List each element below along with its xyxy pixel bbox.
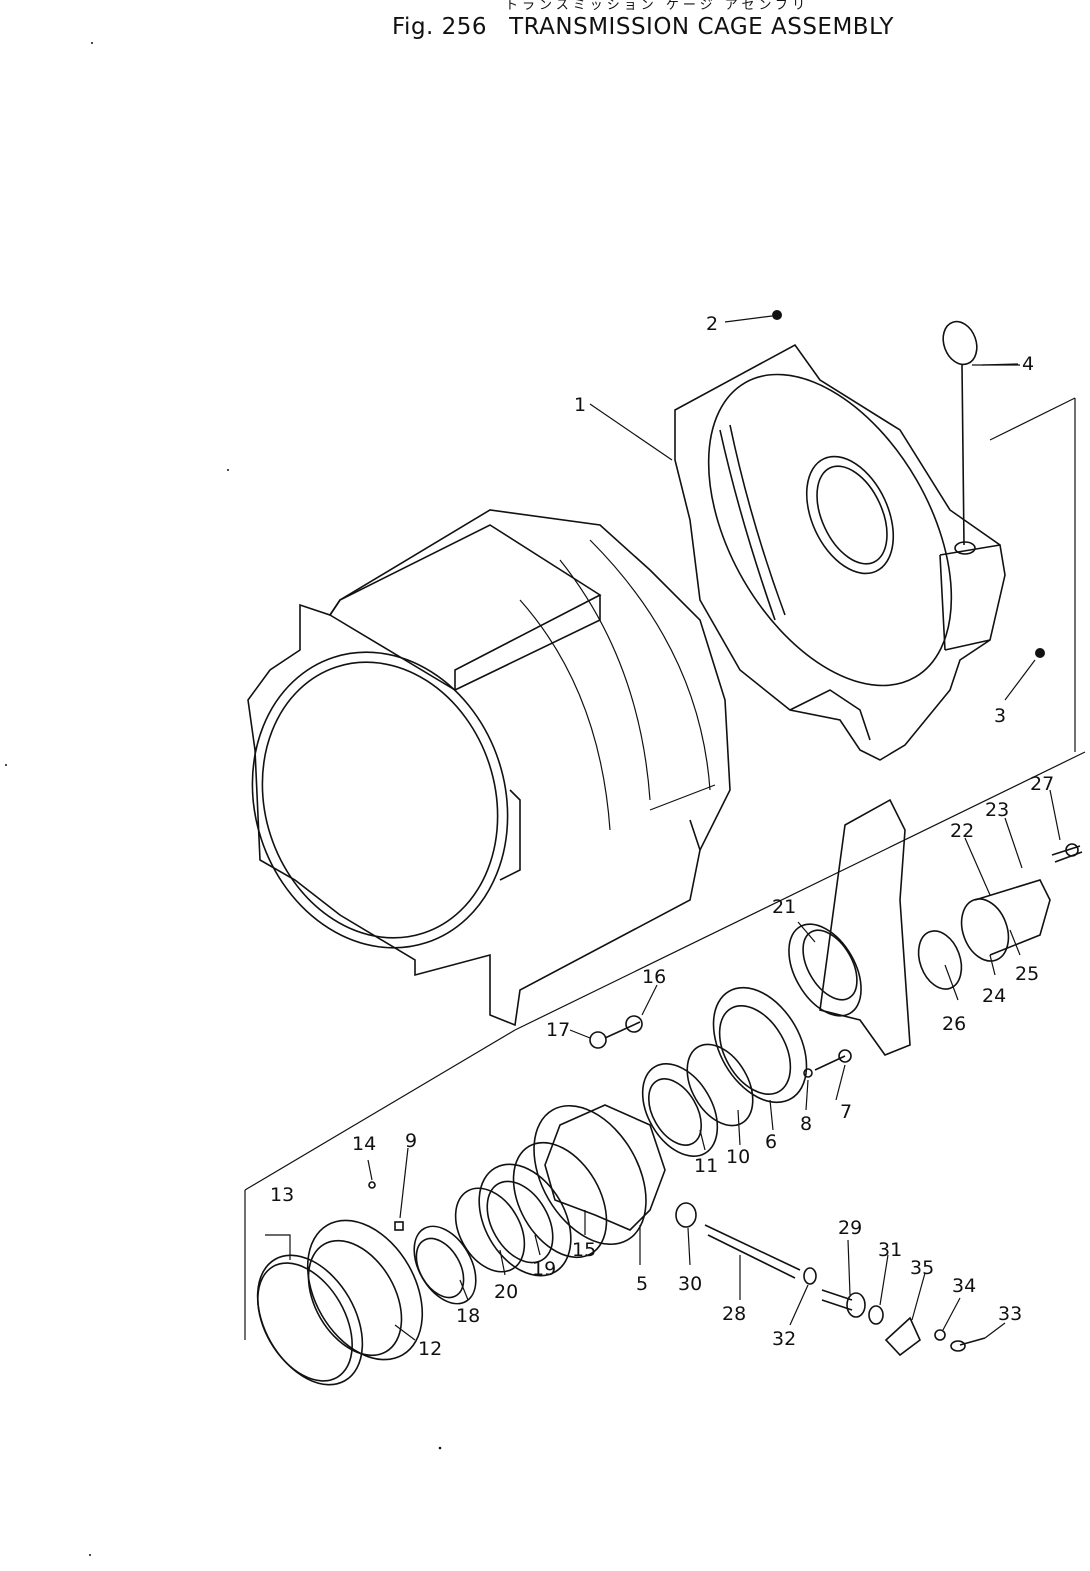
callout-4: 4 [1022,353,1034,375]
callout-30: 30 [678,1273,702,1295]
callout-5: 5 [636,1273,648,1295]
shaft-assembly [675,1202,986,1357]
cover-assembly-21 [788,798,1083,1056]
callout-32: 32 [772,1328,796,1350]
cage-housing [674,343,1006,761]
callout-34: 34 [952,1275,976,1297]
callout-13: 13 [270,1184,294,1206]
callout-10: 10 [726,1146,750,1168]
callout-9: 9 [405,1130,417,1152]
callout-19: 19 [532,1258,556,1280]
callout-12: 12 [418,1338,442,1360]
callout-25: 25 [1015,963,1039,985]
callout-17: 17 [546,1019,570,1041]
figure-name: TRANSMISSION CAGE ASSEMBLY [509,14,894,40]
callout-7: 7 [840,1101,852,1123]
clutch-assembly [413,986,852,1305]
plug-2 [772,310,782,320]
callout-27: 27 [1030,773,1054,795]
plug-3 [1035,648,1045,658]
callout-33: 33 [998,1303,1022,1325]
callout-21: 21 [772,896,796,918]
callout-35: 35 [910,1257,934,1279]
callout-2: 2 [706,313,718,335]
callout-15: 15 [572,1239,596,1261]
callout-3: 3 [994,705,1006,727]
callout-18: 18 [456,1305,480,1327]
callout-1: 1 [574,394,586,416]
callout-29: 29 [838,1217,862,1239]
callout-labels: 1 2 3 4 5 6 7 8 9 10 11 12 13 14 15 16 1… [270,313,1054,1360]
figure-title: Fig. 256 TRANSMISSION CAGE ASSEMBLY [392,14,894,40]
callout-20: 20 [494,1281,518,1303]
callout-31: 31 [878,1239,902,1261]
figure-title-japanese: トランスミッション ケージ アセンブリ [505,0,810,13]
callout-22: 22 [950,820,974,842]
scan-specks [5,42,442,1556]
callout-8: 8 [800,1113,812,1135]
callout-28: 28 [722,1303,746,1325]
callout-14: 14 [352,1133,376,1155]
callout-16: 16 [642,966,666,988]
leader-lines [367,363,1061,1341]
callout-11: 11 [694,1155,718,1177]
figure-number: Fig. 256 [392,14,488,40]
callout-26: 26 [942,1013,966,1035]
drum-assembly [256,1181,424,1386]
callout-23: 23 [985,799,1009,821]
callout-24: 24 [982,985,1006,1007]
transmission-case [247,509,731,1027]
guide-lines [244,397,1086,1340]
callout-6: 6 [765,1131,777,1153]
